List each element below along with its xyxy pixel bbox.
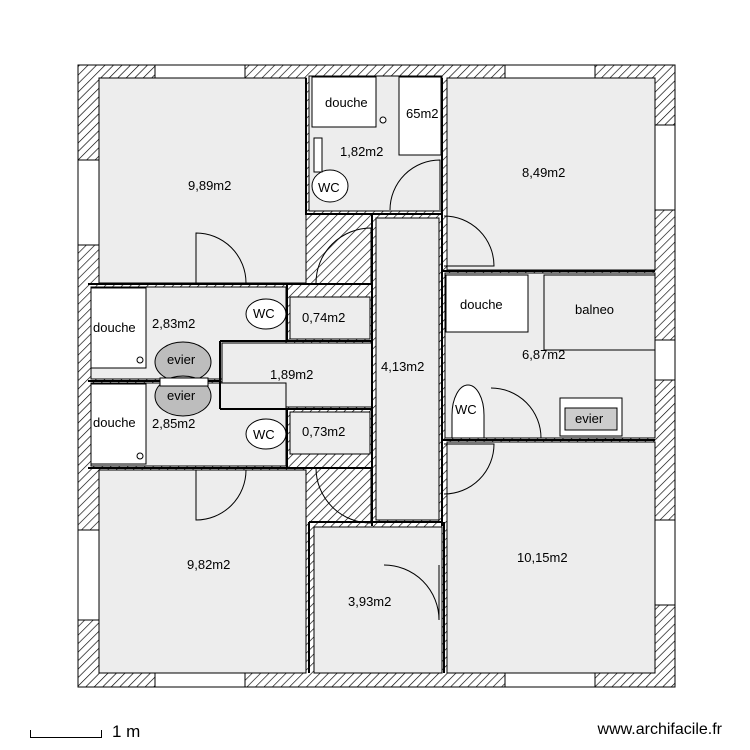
- area-label-storage: 1,89m2: [270, 367, 313, 382]
- area-label-wc-a: 0,74m2: [302, 310, 345, 325]
- shower-label-a: douche: [93, 320, 136, 335]
- area-label-bedroom-4: 10,15m2: [517, 550, 568, 565]
- sink-label-b: evier: [167, 388, 196, 403]
- room-bedroom-3: [98, 469, 307, 674]
- window-bottom-1: [154, 672, 246, 688]
- closet-top: [398, 76, 442, 156]
- shower-label-right: douche: [460, 297, 503, 312]
- area-label-corridor: 4,13m2: [381, 359, 424, 374]
- toilet-a: [245, 298, 287, 330]
- room-entrance: [313, 526, 443, 674]
- room-bedroom-4: [446, 441, 656, 674]
- area-label-bedroom-3: 9,82m2: [187, 557, 230, 572]
- toilet-right: [451, 384, 485, 439]
- area-label-entrance: 3,93m2: [348, 594, 391, 609]
- room-corridor: [375, 217, 440, 521]
- area-labels: 9,89m2 1,82m2 65m2 8,49m2 2,83m2 0,74m2 …: [152, 106, 568, 609]
- shower-b: [90, 383, 147, 465]
- window-left-top: [77, 159, 100, 246]
- fixtures: [90, 76, 656, 465]
- window-top-1: [154, 64, 246, 79]
- wc-label-right: WC: [455, 402, 477, 417]
- wc-label-top: WC: [318, 180, 340, 195]
- scale-bar: [30, 730, 102, 738]
- shower-a: [90, 287, 147, 369]
- interior-walls: [88, 78, 655, 673]
- area-label-closet: 65m2: [406, 106, 439, 121]
- window-right-bottom: [654, 519, 676, 606]
- toilet-top: [311, 169, 349, 203]
- area-label-bedroom-2: 8,49m2: [522, 165, 565, 180]
- window-right-top: [654, 124, 676, 211]
- room-wc-b: [289, 411, 371, 455]
- shower-top: [311, 76, 377, 128]
- window-top-2: [504, 64, 596, 79]
- shower-label-b: douche: [93, 415, 136, 430]
- fixture-labels: douche WC douche douche evier evier WC W…: [93, 95, 614, 442]
- shower-label-top: douche: [325, 95, 368, 110]
- room-bedroom-1: [98, 77, 307, 284]
- windows: [77, 64, 676, 688]
- wc-label-b: WC: [253, 427, 275, 442]
- window-left-bottom: [77, 529, 100, 621]
- area-label-bathroom-top: 1,82m2: [340, 144, 383, 159]
- wc-label-a: WC: [253, 306, 275, 321]
- room-bedroom-2: [446, 77, 656, 271]
- area-label-bathroom-a: 2,83m2: [152, 316, 195, 331]
- window-bottom-2: [504, 672, 596, 688]
- bathtub-label: balneo: [575, 302, 614, 317]
- shower-right: [445, 274, 529, 333]
- room-wc-a: [289, 296, 371, 340]
- window-right-mid: [654, 339, 676, 381]
- sink-label-a: evier: [167, 352, 196, 367]
- sink-label-right: evier: [575, 411, 604, 426]
- toilet-b: [245, 418, 287, 450]
- bathtub: [543, 274, 656, 351]
- scale-label: 1 m: [112, 722, 141, 741]
- area-label-bathroom-b: 2,85m2: [152, 416, 195, 431]
- area-label-wc-b: 0,73m2: [302, 424, 345, 439]
- area-label-bedroom-1: 9,89m2: [188, 178, 231, 193]
- credit-text: www.archifacile.fr: [597, 721, 722, 738]
- area-label-bathroom-right: 6,87m2: [522, 347, 565, 362]
